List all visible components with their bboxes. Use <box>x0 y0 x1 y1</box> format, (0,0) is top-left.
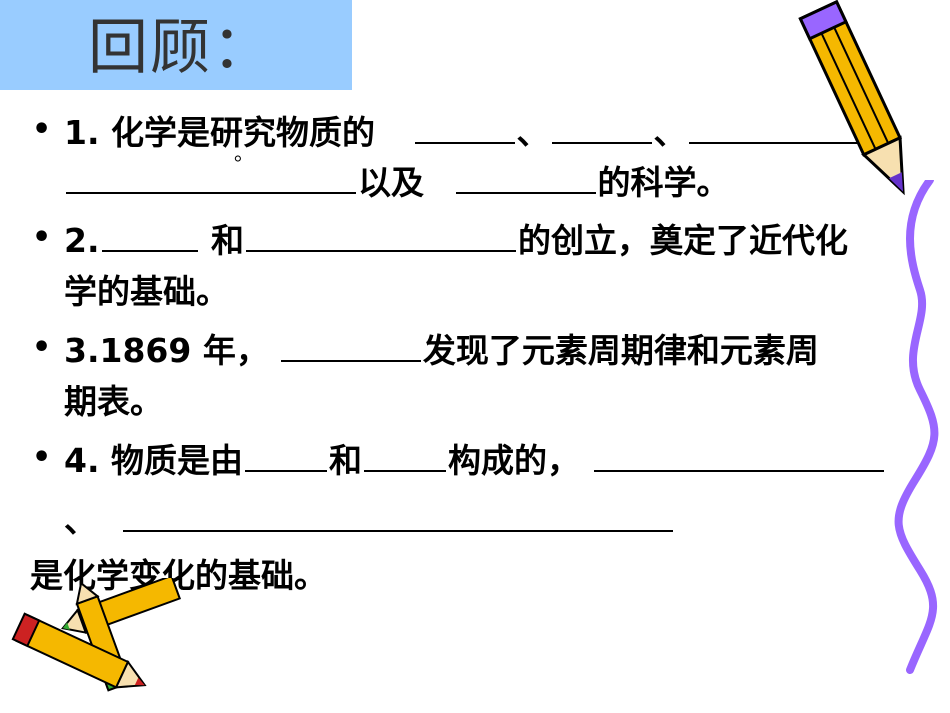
blank-2b[interactable] <box>246 220 516 252</box>
item-2-line-2: 学的基础。 <box>64 272 229 311</box>
item-1-suffix: 的科学。 <box>597 163 730 202</box>
bullet-3: • <box>32 330 52 365</box>
blank-3a[interactable] <box>280 330 421 362</box>
pencils-bottom-icon <box>11 578 182 692</box>
item-2-suffix: 的创立，奠定了近代化 <box>518 221 848 260</box>
item-4-line-2: 、 <box>64 500 675 541</box>
blank-2a[interactable] <box>101 220 198 252</box>
item-4-mid: 和 <box>329 441 362 480</box>
blank-1d[interactable] <box>66 162 356 194</box>
item-2-prefix: 2. <box>64 221 100 260</box>
pencil-top-lead <box>889 172 904 192</box>
item-3-suffix: 发现了元素周期律和元素周 <box>422 331 819 370</box>
page-title: 回顾： <box>88 13 274 83</box>
item-1-line-1: 1. 化学是研究物质的 、 、 <box>64 112 881 153</box>
item-3-line-1: 3.1869 年， 发现了元素周期律和元素周 <box>64 330 819 371</box>
blank-1e[interactable] <box>455 162 596 194</box>
item-1-sep-2: 、 <box>653 113 687 152</box>
blank-1a[interactable] <box>414 112 515 144</box>
item-4-sep: 、 <box>64 501 97 540</box>
item-4-prefix: 4. 物质是由 <box>64 441 243 480</box>
item-1-sep-1: 、 <box>516 113 550 152</box>
item-2-line-1: 2. 和 的创立，奠定了近代化 <box>64 220 848 261</box>
item-1-mid: 以及 <box>358 163 424 202</box>
bullet-2: • <box>32 220 52 255</box>
title-banner <box>0 0 352 90</box>
item-1-circle-mark: 。 <box>234 141 254 165</box>
bullet-1: • <box>32 112 52 147</box>
pencil-top-icon <box>798 0 905 196</box>
item-3-line-2: 期表。 <box>64 382 163 421</box>
blank-1c[interactable] <box>688 112 879 144</box>
blank-1b[interactable] <box>551 112 652 144</box>
item-2-mid: 和 <box>211 221 244 260</box>
item-1-prefix: 1. 化学是研究物质的 <box>64 113 375 152</box>
bullet-4: • <box>32 440 52 475</box>
blank-4d[interactable] <box>122 500 673 532</box>
squiggle-path <box>894 180 939 674</box>
squiggle-decoration <box>894 180 939 674</box>
item-4-line-1: 4. 物质是由 和 构成的， <box>64 440 886 481</box>
item-4-suffix: 构成的， <box>448 441 580 480</box>
item-1-line-2: 以及 的科学。 <box>64 162 730 203</box>
pencil-top-eraser <box>798 0 848 41</box>
blank-4c[interactable] <box>593 440 884 472</box>
blank-4a[interactable] <box>245 440 327 472</box>
blank-4b[interactable] <box>364 440 446 472</box>
item-3-prefix: 3.1869 年， <box>64 331 269 370</box>
